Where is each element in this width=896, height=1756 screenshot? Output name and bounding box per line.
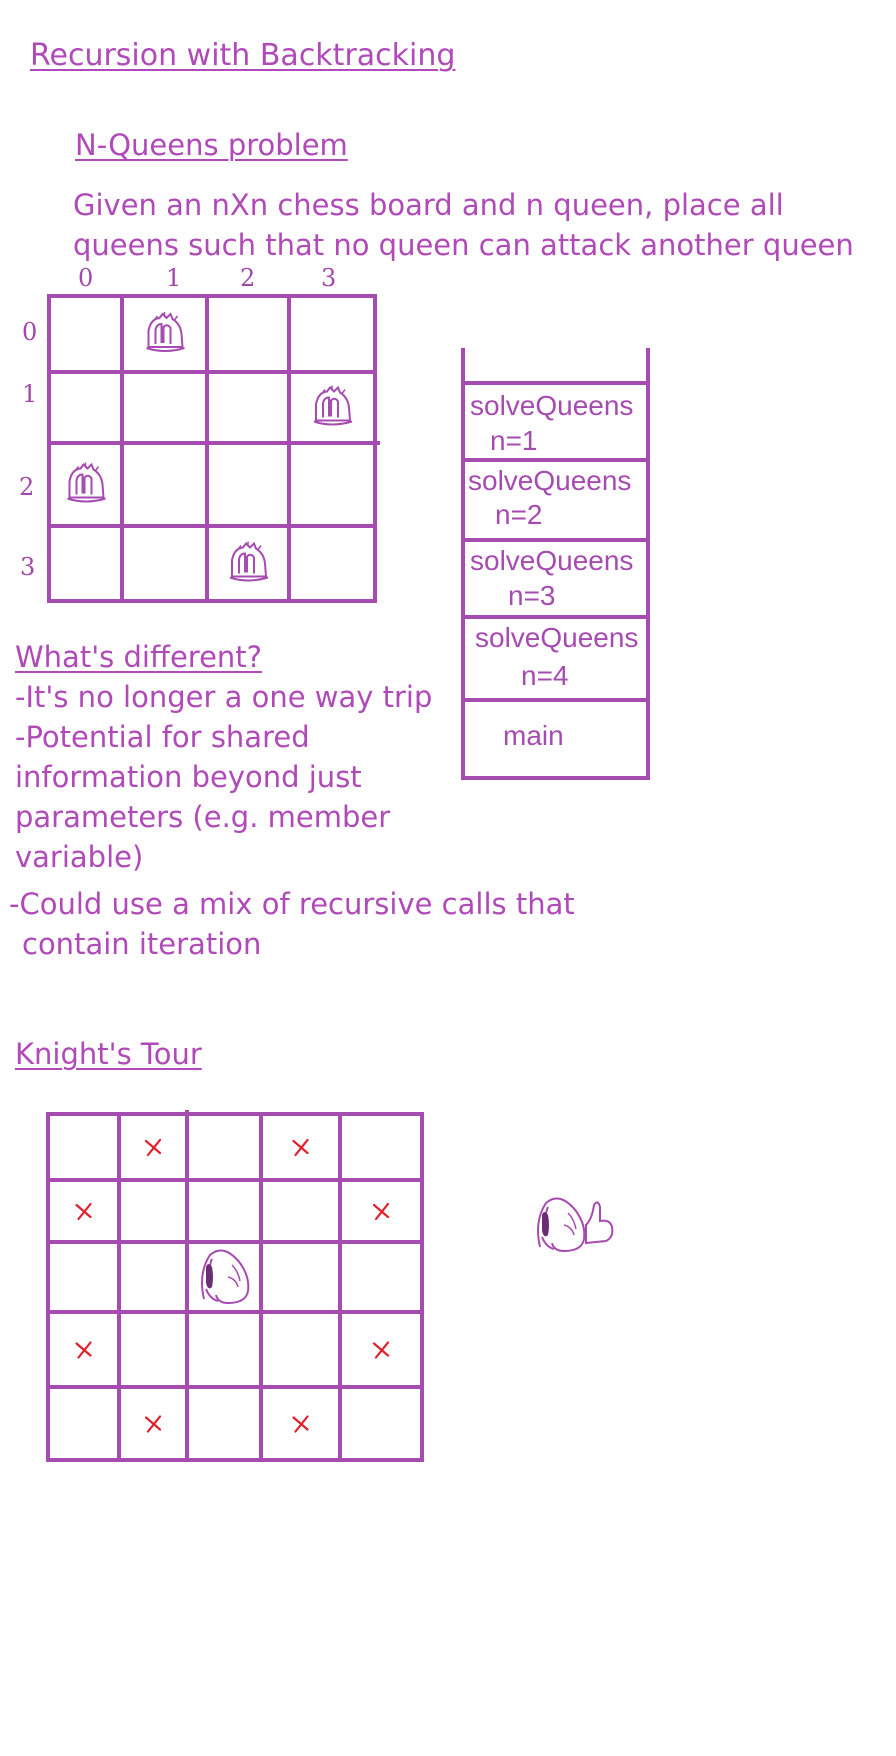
knight-icon [201, 1249, 250, 1304]
knight-move-mark-icon [75, 1202, 92, 1221]
queen-icon [66, 461, 107, 503]
queen-icon [145, 311, 186, 352]
nqueens-heading: N-Queens problem [75, 128, 348, 162]
stack-frame-arg: n=3 [508, 580, 556, 611]
queens-layer [66, 311, 353, 582]
differences-heading: What's different? [15, 640, 263, 674]
stack-frame-arg: n=2 [495, 499, 543, 530]
knight-move-mark-icon [292, 1415, 309, 1433]
stack-frame-name: solveQueens [470, 390, 634, 421]
knight-move-mark-icon [372, 1202, 390, 1221]
queen-icon [313, 384, 353, 426]
nqueens-description-line2: queens such that no queen can attack ano… [73, 228, 854, 262]
queen-icon [229, 540, 269, 582]
knight-layer [201, 1249, 250, 1304]
differences-point: contain iteration [22, 927, 262, 961]
stack-frame-name: solveQueens [475, 622, 639, 653]
knight-move-mark-icon [144, 1415, 162, 1433]
stack-frame-name: solveQueens [470, 545, 634, 576]
stack-frame-name: solveQueens [468, 465, 632, 496]
differences-point: information beyond just [15, 760, 362, 794]
row-label: 1 [22, 380, 38, 408]
differences-point: variable) [15, 840, 144, 874]
stack-frame-arg: n=4 [521, 660, 569, 691]
knight-move-mark-icon [144, 1138, 162, 1157]
nqueens-description-line1: Given an nXn chess board and n queen, pl… [73, 188, 784, 222]
column-label: 3 [321, 264, 337, 292]
row-label: 0 [22, 318, 38, 346]
knights-tour-board [46, 1110, 424, 1462]
differences-point: -Potential for shared [15, 720, 310, 754]
knight-move-mark-icon [292, 1138, 309, 1157]
stack-frame-arg: n=1 [490, 425, 538, 456]
knights-tour-heading: Knight's Tour [15, 1037, 202, 1071]
differences-point: -Could use a mix of recursive calls that [9, 887, 575, 921]
thumbs-up-knight-icon [537, 1197, 614, 1252]
differences-point: -It's no longer a one way trip [15, 680, 433, 714]
column-label: 1 [166, 264, 182, 292]
call-stack [461, 348, 650, 780]
column-label: 2 [240, 264, 256, 292]
knight-move-mark-icon [372, 1341, 390, 1359]
page-title: Recursion with Backtracking [30, 38, 456, 73]
nqueens-board [47, 294, 380, 603]
column-label: 0 [78, 264, 94, 292]
differences-point: parameters (e.g. member [15, 800, 391, 834]
row-label: 2 [19, 473, 35, 501]
knight-move-mark-icon [75, 1341, 92, 1359]
row-label: 3 [20, 553, 36, 581]
stack-frame-name: main [503, 720, 564, 751]
